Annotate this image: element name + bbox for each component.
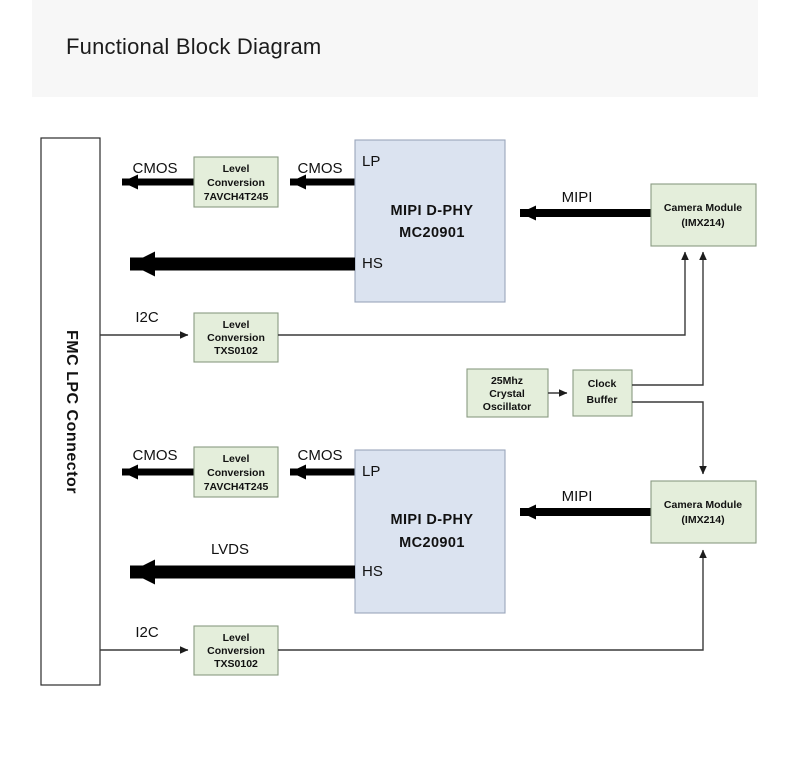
wire-i2c-top-to-camera <box>278 251 689 336</box>
functional-block-diagram: FMC LPC Connector CMOS Level Conversion … <box>40 137 757 686</box>
mipi-dphy-bottom-port-hs: HS <box>362 563 383 580</box>
mipi-dphy-top-line1: MIPI D-PHY <box>391 203 474 219</box>
diagram-canvas: FMC LPC Connector CMOS Level Conversion … <box>0 97 790 764</box>
mipi-dphy-bottom-line2: MC20901 <box>399 535 465 551</box>
camera-bottom-line1: Camera Module <box>664 499 742 511</box>
clkbuf-line1: Clock <box>588 378 617 390</box>
signal-label-cmos-bottom-left: CMOS <box>133 447 178 464</box>
bus-mipi-top: MIPI <box>520 189 651 221</box>
i2c-conv-top-line2: Conversion <box>207 332 265 344</box>
level-conv-bottom-part: 7AVCH4T245 <box>204 481 269 493</box>
camera-top-line2: (IMX214) <box>681 217 724 229</box>
signal-label-lvds-bottom: LVDS <box>211 541 249 558</box>
mipi-dphy-top-port-lp: LP <box>362 153 380 170</box>
fmc-lpc-connector-label: FMC LPC Connector <box>63 330 80 494</box>
mipi-dphy-mc20901-bottom[interactable]: LP MIPI D-PHY MC20901 HS <box>354 449 506 614</box>
level-conversion-7avch4t245-bottom[interactable]: Level Conversion 7AVCH4T245 <box>193 446 279 498</box>
level-conv-top-line2: Conversion <box>207 177 265 189</box>
mipi-dphy-mc20901-top[interactable]: LP MIPI D-PHY MC20901 HS <box>354 139 506 303</box>
signal-label-cmos-top-left: CMOS <box>133 160 178 177</box>
wire-clk-to-camera-bottom <box>632 401 707 475</box>
bus-cmos-bottom-left: CMOS <box>122 447 194 480</box>
signal-label-i2c-bottom: I2C <box>135 624 159 641</box>
osc-line1: 25Mhz <box>491 375 523 387</box>
crystal-oscillator-block[interactable]: 25Mhz Crystal Oscillator <box>466 368 549 418</box>
camera-bottom-line2: (IMX214) <box>681 514 724 526</box>
level-conversion-txs0102-bottom[interactable]: Level Conversion TXS0102 <box>193 625 279 676</box>
i2c-conv-top-part: TXS0102 <box>214 345 258 357</box>
signal-label-mipi-bottom: MIPI <box>562 488 593 505</box>
mipi-dphy-bottom-port-lp: LP <box>362 463 380 480</box>
header-band <box>32 0 758 97</box>
camera-module-imx214-top[interactable]: Camera Module (IMX214) <box>650 183 757 247</box>
bus-cmos-top-right: CMOS <box>290 160 355 190</box>
wire-i2c-top-left: I2C <box>100 309 189 339</box>
signal-label-cmos-bottom-right: CMOS <box>298 447 343 464</box>
wire-i2c-bottom-to-camera <box>278 549 707 651</box>
i2c-conv-bottom-line1: Level <box>223 632 250 644</box>
bus-mipi-bottom: MIPI <box>520 488 651 520</box>
bus-cmos-bottom-right: CMOS <box>290 447 355 480</box>
level-conversion-txs0102-top[interactable]: Level Conversion TXS0102 <box>193 312 279 363</box>
mipi-dphy-top-port-hs: HS <box>362 255 383 272</box>
level-conv-bottom-line1: Level <box>223 453 250 465</box>
level-conv-bottom-line2: Conversion <box>207 467 265 479</box>
page-title: Functional Block Diagram <box>66 34 322 59</box>
level-conv-top-part: 7AVCH4T245 <box>204 191 269 203</box>
signal-label-mipi-top: MIPI <box>562 189 593 206</box>
wire-i2c-bottom-left: I2C <box>100 624 189 654</box>
level-conv-top-line1: Level <box>223 163 250 175</box>
level-conversion-7avch4t245-top[interactable]: Level Conversion 7AVCH4T245 <box>193 156 279 208</box>
signal-label-i2c-top: I2C <box>135 309 159 326</box>
mipi-dphy-top-line2: MC20901 <box>399 225 465 241</box>
bus-lvds-bottom: LVDS <box>130 541 355 585</box>
mipi-dphy-bottom-line1: MIPI D-PHY <box>391 512 474 528</box>
osc-line2: Crystal <box>489 388 525 400</box>
i2c-conv-bottom-line2: Conversion <box>207 645 265 657</box>
wire-clk-to-camera-top <box>632 251 707 386</box>
i2c-conv-top-line1: Level <box>223 319 250 331</box>
clkbuf-line2: Buffer <box>587 394 618 406</box>
bus-cmos-top-left: CMOS <box>122 160 194 190</box>
i2c-conv-bottom-part: TXS0102 <box>214 658 258 670</box>
signal-label-cmos-top-right: CMOS <box>298 160 343 177</box>
osc-line3: Oscillator <box>483 401 531 413</box>
camera-top-line1: Camera Module <box>664 202 742 214</box>
camera-module-imx214-bottom[interactable]: Camera Module (IMX214) <box>650 480 757 544</box>
clock-buffer-block[interactable]: Clock Buffer <box>572 369 633 417</box>
fmc-lpc-connector-block[interactable]: FMC LPC Connector <box>40 137 101 686</box>
